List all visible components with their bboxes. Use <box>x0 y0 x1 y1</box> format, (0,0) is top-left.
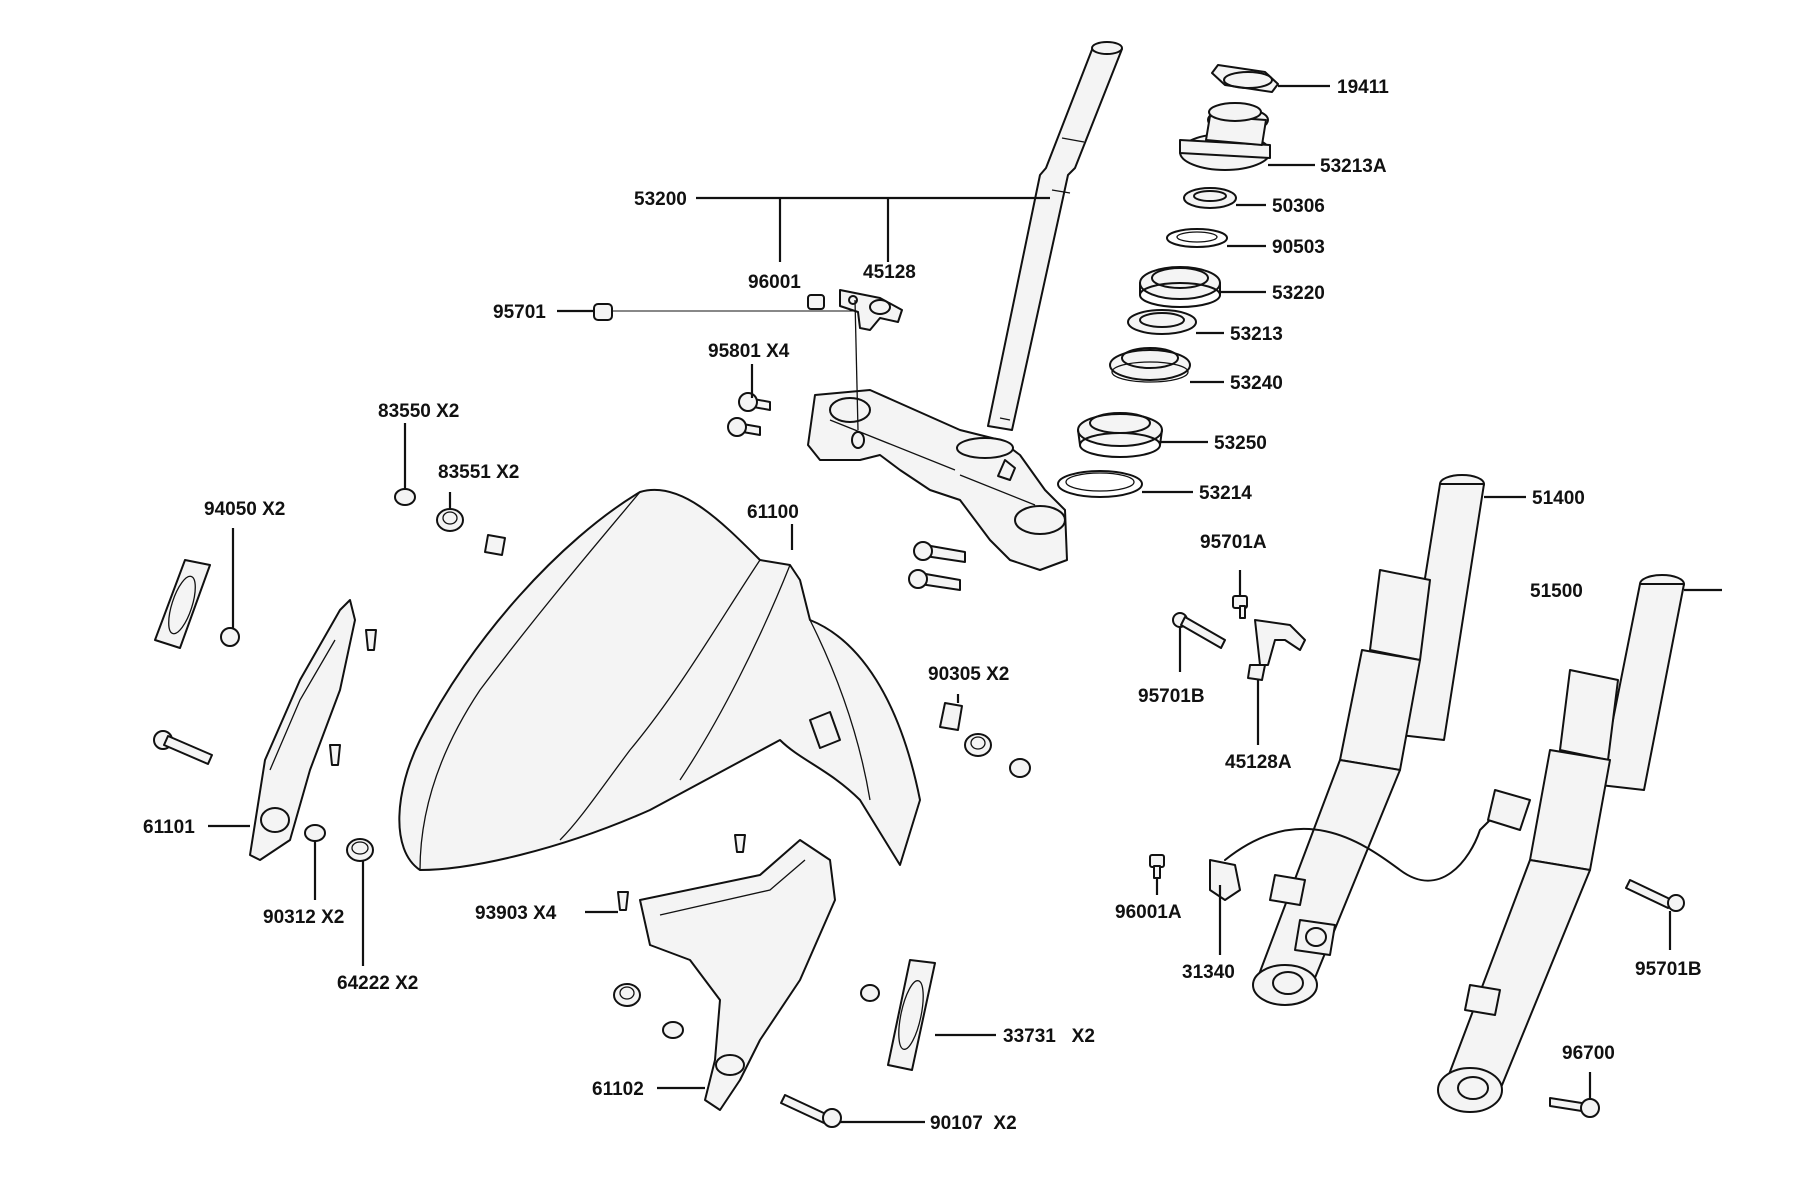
label-19411: 19411 <box>1337 77 1389 98</box>
label-95701B-top: 95701B <box>1138 686 1205 707</box>
label-53213A: 53213A <box>1320 156 1387 177</box>
label-61100: 61100 <box>747 502 799 523</box>
label-45128: 45128 <box>863 262 916 283</box>
bolts-95801 <box>727 392 771 437</box>
label-64222: 64222 X2 <box>337 973 418 994</box>
bolt-90107 <box>780 1094 842 1128</box>
collar-83550 <box>394 488 416 506</box>
label-90503: 90503 <box>1272 237 1325 258</box>
clip-83551 <box>484 534 506 556</box>
label-95701: 95701 <box>493 302 546 323</box>
label-51500: 51500 <box>1530 581 1583 602</box>
side-cover-61101 <box>249 599 356 861</box>
steering-stem-53200 <box>807 41 1123 591</box>
grommet-64222 <box>346 838 374 862</box>
label-53200: 53200 <box>634 189 687 210</box>
nut-95701 <box>593 303 613 321</box>
leader-lines <box>208 84 1722 1124</box>
collar-90312 <box>304 824 326 842</box>
screws-61101 <box>329 629 377 766</box>
label-53214: 53214 <box>1199 483 1252 504</box>
label-93903: 93903 X4 <box>475 903 557 924</box>
label-53250: 53250 <box>1214 433 1267 454</box>
label-90107: 90107 X2 <box>930 1113 1017 1134</box>
label-83550: 83550 X2 <box>378 401 459 422</box>
grommets-61102 <box>613 983 880 1039</box>
label-90305: 90305 X2 <box>928 664 1009 685</box>
fork-51500 <box>1437 574 1685 1113</box>
bolt-95701B-right <box>1625 879 1685 912</box>
label-96001A: 96001A <box>1115 902 1182 923</box>
label-51400: 51400 <box>1532 488 1585 509</box>
label-96001: 96001 <box>748 272 801 293</box>
bolt-95701A <box>1232 595 1248 619</box>
label-95701A: 95701A <box>1200 532 1267 553</box>
label-61101: 61101 <box>143 817 195 838</box>
label-83551: 83551 X2 <box>438 462 519 483</box>
nut-96001 <box>807 294 825 310</box>
reflector-33731 <box>887 959 936 1071</box>
lower-cover-61102 <box>639 839 836 1111</box>
nut-90305 <box>1009 758 1031 778</box>
nut-94050 <box>220 627 240 647</box>
bracket-45128A <box>1247 619 1306 681</box>
label-53213: 53213 <box>1230 324 1283 345</box>
label-94050: 94050 X2 <box>204 499 285 520</box>
bolt-95701B-top <box>1172 612 1226 649</box>
label-45128A: 45128A <box>1225 752 1292 773</box>
label-53220: 53220 <box>1272 283 1325 304</box>
front-fender-61100 <box>398 488 921 871</box>
grommet-83551 <box>436 508 464 532</box>
bolt-61101 <box>153 730 213 765</box>
label-31340: 31340 <box>1182 962 1235 983</box>
reflector-94050 <box>154 559 211 649</box>
part-labels: 19411 53213A 50306 90503 53220 53213 532… <box>143 77 1702 1134</box>
label-90312: 90312 X2 <box>263 907 344 928</box>
bearing-stack <box>1057 64 1279 498</box>
label-95701B-right: 95701B <box>1635 959 1702 980</box>
label-95801: 95801 X4 <box>708 341 790 362</box>
clamp-45128 <box>839 289 903 449</box>
clip-90305 <box>939 702 963 731</box>
bolt-96700 <box>1549 1097 1600 1118</box>
label-61102: 61102 <box>592 1079 644 1100</box>
screw-96001A <box>1149 854 1165 879</box>
screws-93903 <box>617 834 746 911</box>
fork-51400 <box>1252 474 1485 1006</box>
sensor-31340 <box>1209 789 1531 901</box>
grommet-90305 <box>964 733 992 757</box>
label-50306: 50306 <box>1272 196 1325 217</box>
label-33731: 33731 X2 <box>1003 1026 1095 1047</box>
label-53240: 53240 <box>1230 373 1283 394</box>
label-96700: 96700 <box>1562 1043 1615 1064</box>
